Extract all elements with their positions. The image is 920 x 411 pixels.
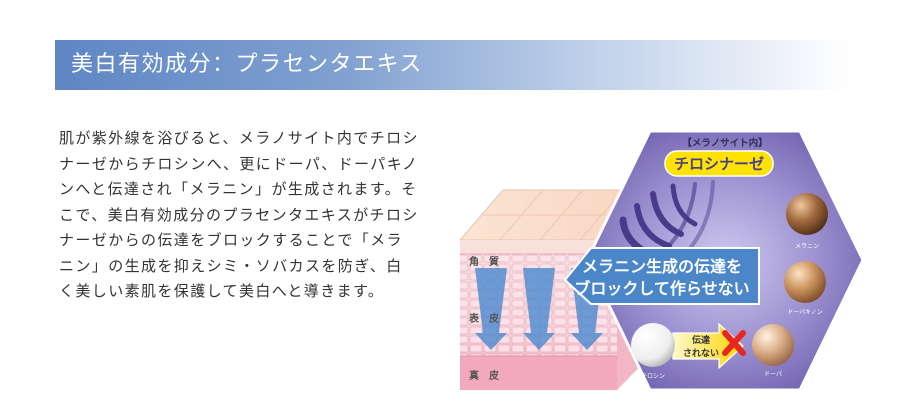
skin-layer-dermis: 真 皮 <box>469 369 499 382</box>
melanin-label: メラニン <box>795 243 819 250</box>
tyrosinase-badge <box>664 150 774 177</box>
dopa-sphere <box>752 324 794 366</box>
section-heading: 美白有効成分：プラセンタエキス <box>71 52 423 77</box>
dopa-label: ドーパ <box>764 371 782 378</box>
section-body-text: 肌が紫外線を浴びると、メラノサイト内でチロシナーゼからチロシンへ、更にドーパ、ド… <box>59 129 419 300</box>
tyrosine-label: チロシン <box>641 373 665 380</box>
skin-layer-epidermis: 表 皮 <box>468 312 499 325</box>
block-message-line2: ブロックして作らせない <box>574 279 749 298</box>
block-message-line1: メラニン生成の伝達を <box>582 257 742 276</box>
blocked-label-line2: されない <box>683 348 719 359</box>
dopaquinone-sphere <box>784 261 826 303</box>
block-banner <box>563 247 760 305</box>
melanocyte-hexagon: 【メラノサイト内】 チロシナーゼ メラニン生成の伝達を ブロックして作らせない … <box>563 129 865 392</box>
cross-mark-icon <box>722 330 746 356</box>
section-heading-bar: 美白有効成分：プラセンタエキス <box>55 40 850 90</box>
melanin-block-illustration: 角 質 表 皮 真 皮 【メラノサイト内】 チロシナーゼ メラニン生成の伝達を … <box>458 129 865 392</box>
skin-layer-stratum-corneum: 角 質 <box>469 255 499 268</box>
melanocyte-caption: 【メラノサイト内】 <box>682 137 767 149</box>
blocked-label-line1: 伝達 <box>692 334 710 346</box>
tyrosine-sphere <box>631 323 675 367</box>
melanin-sphere <box>786 193 828 235</box>
dopaquinone-label: ドーパキノン <box>787 309 823 316</box>
tyrosinase-label: チロシナーゼ <box>674 155 764 173</box>
